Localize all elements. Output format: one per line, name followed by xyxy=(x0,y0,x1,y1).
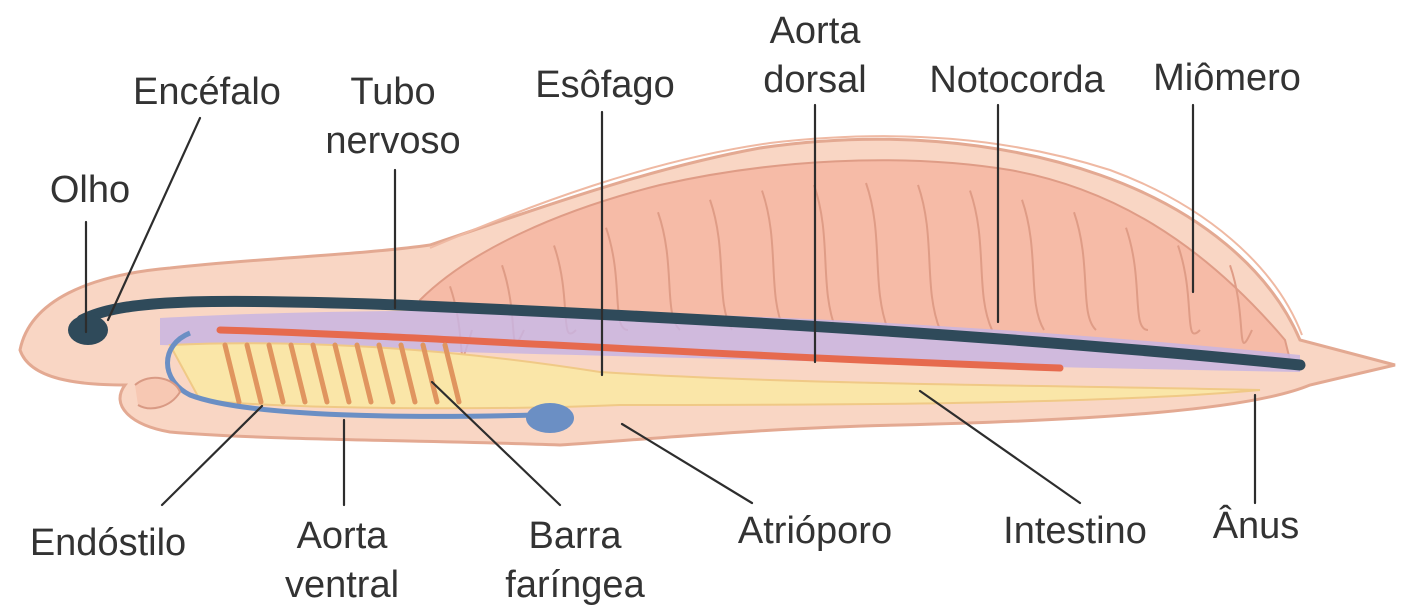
label-aorta-ventral-line1: Aorta xyxy=(297,515,389,557)
label-aorta-dorsal-line2: dorsal xyxy=(763,59,867,101)
label-barra-faringea-line1: Barra xyxy=(529,515,623,557)
label-aorta-ventral-line2: ventral xyxy=(285,564,399,606)
label-tubo-nervoso-line2: nervoso xyxy=(325,120,460,162)
label-barra-faringea-line2: faríngea xyxy=(505,564,645,606)
label-olho: Olho xyxy=(50,169,130,211)
label-encefalo: Encéfalo xyxy=(133,71,281,113)
label-aorta-dorsal-line1: Aorta xyxy=(770,10,862,52)
label-endostilo: Endóstilo xyxy=(30,522,186,564)
label-notocorda: Notocorda xyxy=(929,59,1105,101)
label-intestino: Intestino xyxy=(1003,510,1147,552)
label-anus: Ânus xyxy=(1213,504,1300,547)
labels-bottom: Endóstilo Aorta ventral Barra faríngea A… xyxy=(30,504,1299,606)
cerebral-vesicle-eye xyxy=(68,315,108,345)
label-tubo-nervoso-line1: Tubo xyxy=(350,71,435,113)
ventral-aorta-bulb xyxy=(526,403,574,433)
label-miomero: Miômero xyxy=(1153,57,1301,99)
amphioxus-body xyxy=(20,136,1395,445)
label-esofago: Esôfago xyxy=(535,64,674,106)
label-atrioporo: Atrióporo xyxy=(738,510,892,552)
